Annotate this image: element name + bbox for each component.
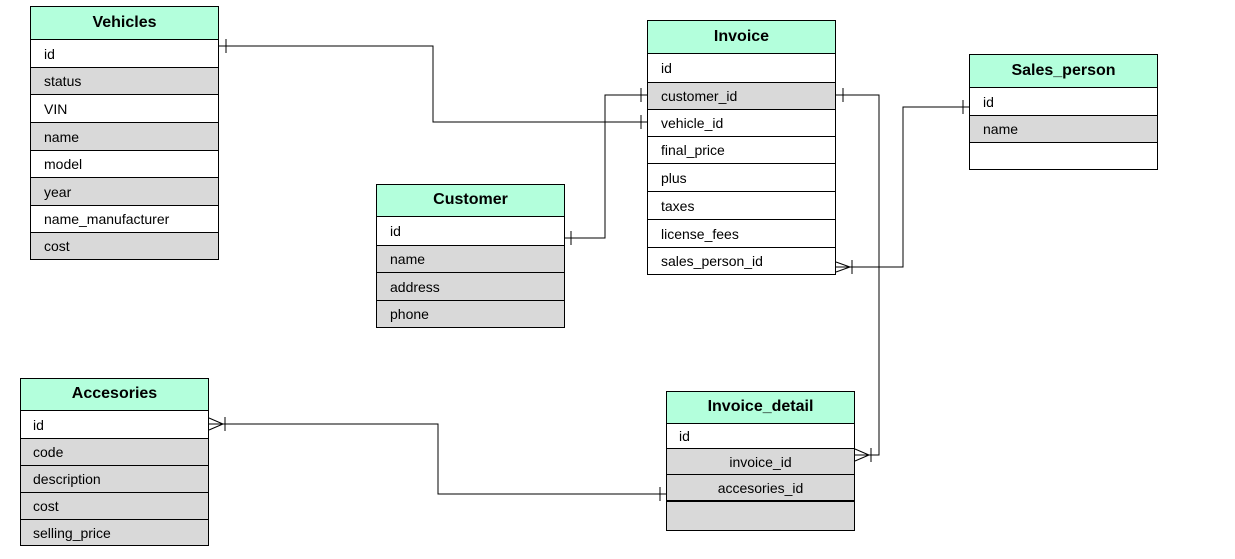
field-row: name (377, 245, 564, 272)
rel-invoice-invoicedetail (836, 94, 880, 456)
field-row: name (970, 115, 1157, 142)
field-row: final_price (648, 136, 835, 163)
entity-vehicles[interactable]: Vehicles id status VIN name model year n… (30, 6, 219, 260)
field-row: id (44, 45, 55, 62)
field-row: sales_person_id (648, 247, 835, 274)
rel-accesories-invoicedetail (209, 423, 666, 495)
field-row: cost (21, 492, 208, 519)
field-row: status (31, 67, 218, 94)
field-row: id (661, 60, 672, 76)
mark-many-accesories (208, 417, 225, 431)
field-row: address (377, 272, 564, 300)
field-row: accesories_id (667, 474, 854, 500)
field-row: VIN (31, 94, 218, 122)
field-row: phone (377, 300, 564, 327)
entity-title: Invoice (648, 21, 835, 54)
entity-invoice-detail[interactable]: Invoice_detail id invoice_id accesories_… (666, 391, 855, 531)
field-row (667, 500, 854, 530)
mark-many-invoice-salesperson (835, 261, 852, 273)
field-row: vehicle_id (648, 109, 835, 136)
field-row: cost (31, 232, 218, 259)
field-row: taxes (648, 191, 835, 219)
mark-many-invoicedetail (854, 448, 871, 462)
entity-title: Invoice_detail (667, 392, 854, 424)
field-row: name (31, 122, 218, 150)
rel-vehicles-invoice (219, 45, 647, 123)
field-row: name_manufacturer (31, 205, 218, 232)
entity-title: Vehicles (31, 7, 218, 40)
rel-customer-invoice (565, 94, 647, 239)
rel-invoice-salesperson (836, 106, 969, 268)
field-row: description (21, 465, 208, 492)
field-row: id (983, 93, 994, 110)
field-row: id (33, 416, 44, 433)
field-row: selling_price (21, 519, 208, 545)
field-row: year (31, 177, 218, 205)
entity-customer[interactable]: Customer id name address phone (376, 184, 565, 328)
field-row: model (31, 150, 218, 177)
field-row: customer_id (648, 82, 835, 109)
field-row: id (390, 223, 401, 239)
entity-title: Accesories (21, 379, 208, 411)
field-row (970, 142, 1157, 169)
entity-title: Sales_person (970, 55, 1157, 88)
entity-invoice[interactable]: Invoice id customer_id vehicle_id final_… (647, 20, 836, 275)
entity-sales-person[interactable]: Sales_person id name (969, 54, 1158, 170)
field-row: license_fees (648, 219, 835, 247)
field-row: plus (648, 163, 835, 191)
entity-title: Customer (377, 185, 564, 217)
field-row: code (21, 438, 208, 465)
field-row: id (679, 428, 690, 444)
entity-accesories[interactable]: Accesories id code description cost sell… (20, 378, 209, 546)
field-row: invoice_id (667, 448, 854, 474)
